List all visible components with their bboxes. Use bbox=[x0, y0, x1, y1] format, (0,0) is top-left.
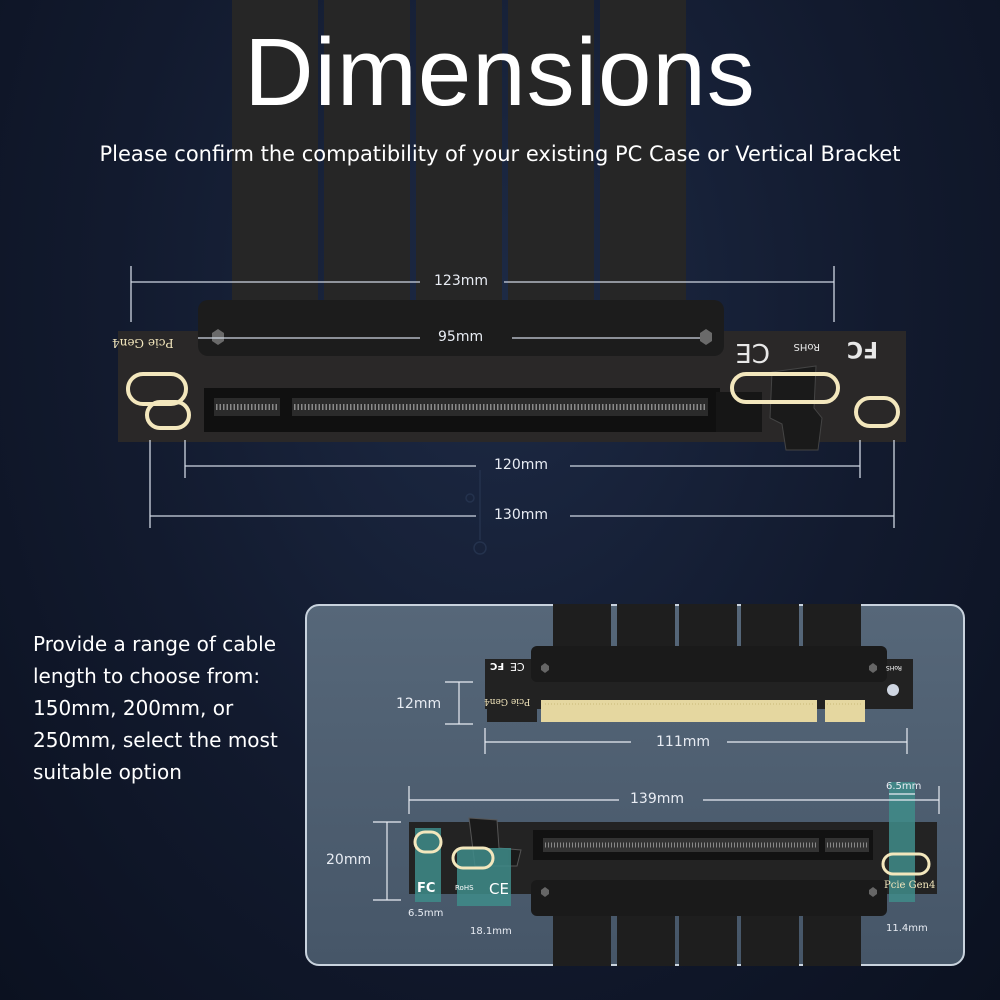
board-label-pcie-gen4: Pcie Gen4 bbox=[112, 336, 174, 350]
dim-130mm: 130mm bbox=[494, 507, 548, 523]
cable-bottom bbox=[553, 916, 861, 966]
mounting-hole-icon bbox=[413, 830, 931, 876]
dim-11-4mm: 11.4mm bbox=[886, 923, 928, 934]
page-subtitle: Please confirm the compatibility of your… bbox=[99, 142, 901, 166]
panel-dimension-lines bbox=[373, 681, 940, 901]
dim-111mm: 111mm bbox=[656, 734, 710, 750]
dim-6-5mm-top: 6.5mm bbox=[886, 781, 922, 792]
highlight-zones bbox=[415, 782, 915, 906]
length-description: Provide a range of cable length to choos… bbox=[33, 628, 293, 788]
mounting-hole-icon bbox=[126, 372, 900, 430]
dim-139mm: 139mm bbox=[630, 791, 684, 807]
card-label-pcie-gen4: Pcie Gen4 bbox=[484, 696, 531, 706]
description-line: length to choose from: bbox=[33, 664, 261, 688]
card-fc-mark-icon: FC bbox=[490, 660, 505, 671]
dim-20mm: 20mm bbox=[326, 852, 372, 868]
fc-mark-icon: FC bbox=[847, 336, 878, 361]
rohs-mark-icon: RoHS bbox=[455, 884, 474, 892]
ce-mark-icon: CE bbox=[489, 880, 509, 898]
dim-12mm: 12mm bbox=[396, 696, 442, 712]
slot-latch bbox=[769, 365, 823, 451]
gold-fingers bbox=[541, 700, 817, 722]
slot-label-pcie-gen4: Pcie Gen4 bbox=[884, 880, 936, 891]
cable-top bbox=[553, 604, 861, 654]
dim-18-1mm: 18.1mm bbox=[470, 926, 512, 937]
dim-6-5mm-left: 6.5mm bbox=[408, 908, 444, 919]
riser-cable bbox=[232, 0, 686, 305]
description-line: 150mm, 200mm, or bbox=[33, 696, 234, 720]
card-rohs-mark-icon: RoHS bbox=[886, 664, 902, 671]
description-line: 250mm, select the most bbox=[33, 728, 278, 752]
rohs-mark-icon: RoHS bbox=[794, 341, 820, 352]
ce-mark-icon: CE bbox=[735, 337, 770, 367]
dim-123mm: 123mm bbox=[434, 273, 488, 289]
top-riser-diagram: CE RoHS FC bbox=[118, 0, 906, 555]
screw-icon bbox=[212, 329, 712, 345]
circuit-decoration bbox=[465, 470, 487, 555]
dim-95mm: 95mm bbox=[438, 329, 484, 345]
dim-120mm: 120mm bbox=[494, 457, 548, 473]
description-line: Provide a range of cable bbox=[33, 632, 277, 656]
dimension-lines bbox=[130, 266, 895, 528]
detail-diagram: FC RoHS CE bbox=[373, 604, 940, 966]
card-ce-mark-icon: CE bbox=[510, 660, 525, 673]
page-title: Dimensions bbox=[244, 19, 756, 126]
description-line: suitable option bbox=[33, 760, 182, 784]
fc-mark-icon: FC bbox=[417, 881, 435, 896]
